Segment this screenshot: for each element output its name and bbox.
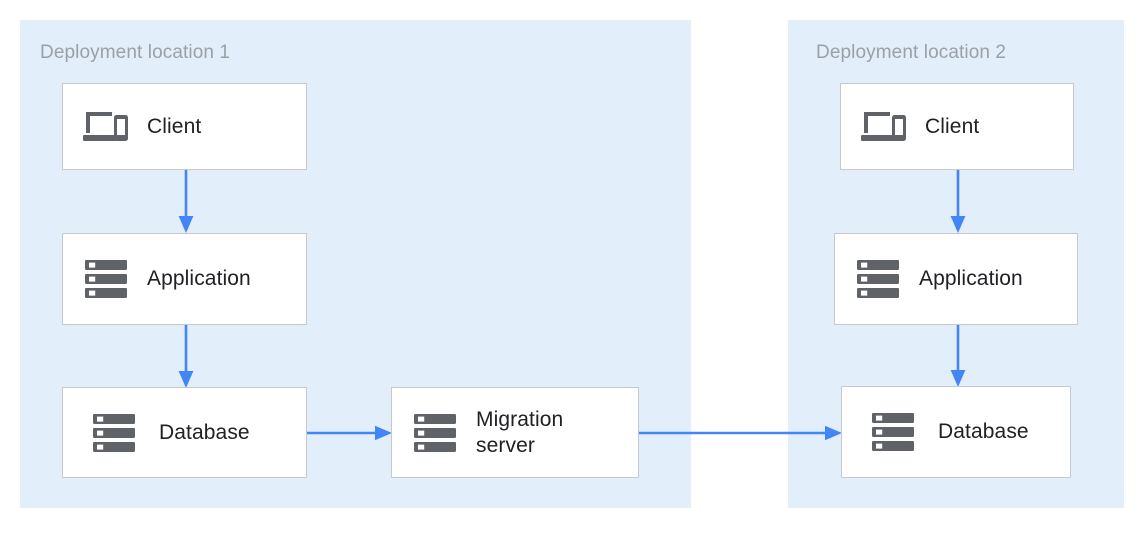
node-migration-server[interactable]: Migration server	[391, 387, 639, 478]
devices-icon	[861, 109, 907, 145]
connector-application2-to-database2	[950, 325, 966, 388]
server-icon	[857, 258, 899, 300]
node-client-1-label: Client	[147, 114, 202, 138]
connector-client2-to-application2	[950, 170, 966, 234]
node-migration-server-label: Migration server	[476, 407, 564, 457]
node-database-1-label: Database	[159, 420, 250, 444]
node-client-2[interactable]: Client	[840, 83, 1074, 170]
node-database-2-label: Database	[938, 420, 1029, 443]
connector-database1-to-migration-server	[307, 425, 393, 441]
server-icon	[414, 412, 456, 454]
node-application-2-label: Application	[919, 267, 1023, 290]
connector-application1-to-database1	[178, 325, 194, 389]
node-database-1[interactable]: Database	[62, 387, 307, 478]
server-icon	[85, 258, 127, 300]
node-application-1-label: Application	[147, 267, 251, 290]
node-application-1[interactable]: Application	[62, 233, 307, 325]
deployment-zone-1-label: Deployment location 1	[40, 42, 231, 63]
server-icon	[93, 412, 135, 454]
node-database-2[interactable]: Database	[841, 386, 1071, 478]
connector-client1-to-application1	[178, 170, 194, 234]
node-client-2-label: Client	[925, 114, 980, 138]
node-client-1[interactable]: Client	[62, 83, 307, 170]
connector-migration-server-to-database2	[639, 425, 843, 441]
deployment-zone-2-label: Deployment location 2	[816, 42, 1007, 63]
node-application-2[interactable]: Application	[834, 233, 1078, 325]
server-icon	[872, 411, 914, 453]
devices-icon	[83, 109, 129, 145]
